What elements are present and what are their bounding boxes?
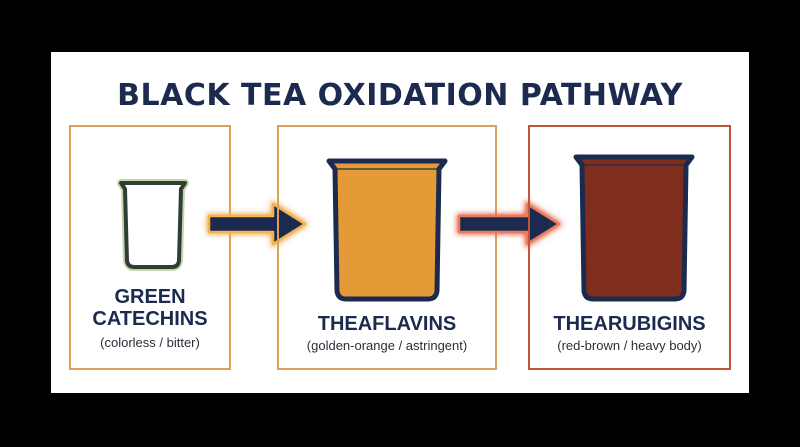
stage-name: GREEN CATECHINS <box>71 286 229 330</box>
beaker-orange-icon <box>326 158 448 302</box>
stage-name-line: THEARUBIGINS <box>553 313 706 335</box>
arrow-right-icon <box>457 200 563 248</box>
arrow-right-icon <box>207 200 309 248</box>
stage-name-line: GREEN <box>114 286 186 308</box>
stage-name: THEAFLAVINS <box>279 313 495 335</box>
stage-panel-theaflavins: THEAFLAVINS (golden-orange / astringent) <box>277 125 497 370</box>
stage-description: (red-brown / heavy body) <box>557 338 702 353</box>
beaker-empty-icon <box>117 179 189 271</box>
stage-description: (colorless / bitter) <box>100 335 200 350</box>
stage-name-line: CATECHINS <box>92 308 208 330</box>
stage-panel-green-catechins: GREEN CATECHINS (colorless / bitter) <box>69 125 231 370</box>
stage-name: THEARUBIGINS <box>530 313 729 335</box>
stage-name-line: THEAFLAVINS <box>317 313 457 335</box>
diagram-title: BLACK TEA OXIDATION PATHWAY <box>117 78 683 113</box>
diagram-card: BLACK TEA OXIDATION PATHWAY GREEN CATECH… <box>51 52 749 393</box>
beaker-red-brown-icon <box>573 154 695 302</box>
stage-description: (golden-orange / astringent) <box>306 338 468 353</box>
stage-panel-thearubigins: THEARUBIGINS (red-brown / heavy body) <box>528 125 731 370</box>
